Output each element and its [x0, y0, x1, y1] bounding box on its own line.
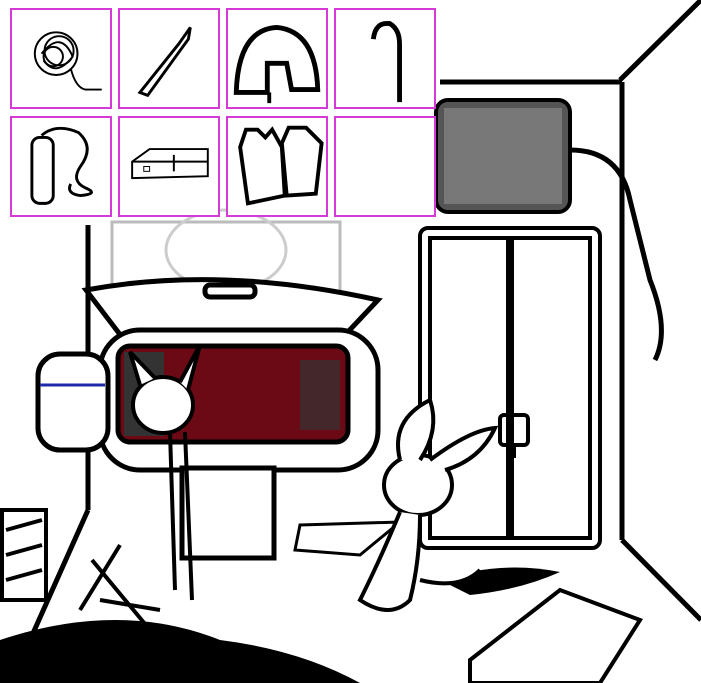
cane-hook-icon	[370, 20, 402, 103]
wire-tangle-icon	[33, 31, 102, 91]
sticks-pile[interactable]	[78, 543, 161, 632]
inventory-slot-helmet[interactable]	[226, 8, 328, 109]
scalpel-icon	[137, 26, 192, 98]
inventory-slot-wire[interactable]	[10, 8, 112, 109]
static-monitor[interactable]	[434, 98, 572, 214]
inventory-slot-empty[interactable]	[334, 116, 436, 217]
box-device-icon	[131, 148, 209, 180]
inventory-panel	[10, 8, 442, 222]
vent-grate[interactable]	[0, 508, 48, 602]
helmet-icon	[233, 25, 321, 104]
paper-note[interactable]	[468, 587, 644, 683]
oxygen-tank-icon	[30, 126, 93, 205]
inventory-slot-box-device[interactable]	[118, 116, 220, 217]
inventory-slot-scalpel[interactable]	[118, 8, 220, 109]
bunny-character[interactable]	[357, 397, 499, 612]
dropped-tool[interactable]	[293, 520, 405, 557]
wardrobe-handle-icon[interactable]	[498, 413, 530, 458]
inventory-slot-gloves[interactable]	[226, 116, 328, 217]
wardrobe[interactable]	[418, 226, 602, 550]
inventory-slot-oxygen-tank[interactable]	[10, 116, 112, 217]
gloves-icon	[238, 125, 324, 206]
pipe	[569, 147, 664, 362]
cat-character[interactable]	[128, 344, 202, 601]
inventory-slot-cane[interactable]	[334, 8, 436, 109]
